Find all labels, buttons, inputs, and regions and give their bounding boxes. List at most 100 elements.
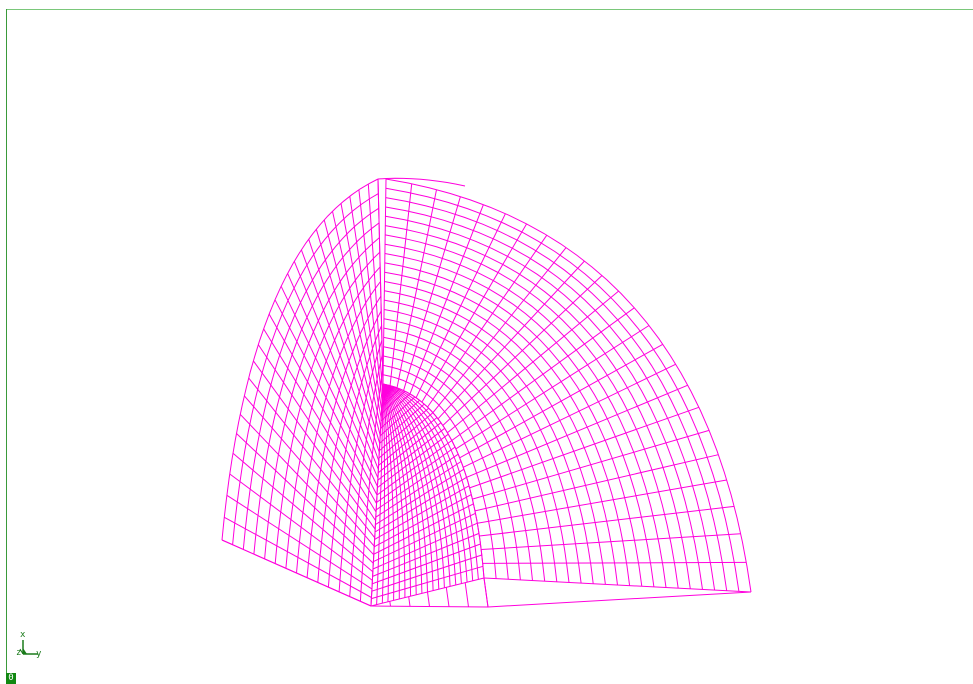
axis-y-label: y xyxy=(36,649,42,659)
mesh-line xyxy=(389,601,391,607)
axis-z-label: z xyxy=(16,648,22,658)
mesh-line xyxy=(408,596,411,607)
mesh-line xyxy=(323,219,381,436)
mesh-line xyxy=(371,565,484,600)
mesh-line xyxy=(371,554,482,592)
mesh-line xyxy=(427,591,430,607)
mesh-line xyxy=(432,247,567,414)
mesh-line xyxy=(447,290,619,434)
mesh-line xyxy=(477,479,727,524)
mesh-line xyxy=(293,261,379,470)
mesh-line xyxy=(287,273,379,479)
mesh-lines xyxy=(221,177,752,608)
mesh-line xyxy=(239,413,375,556)
mesh-line xyxy=(466,384,688,478)
axis-triad-icon xyxy=(19,640,38,655)
mesh-line xyxy=(232,452,374,573)
mesh-line xyxy=(472,429,710,500)
mesh-line xyxy=(358,189,383,402)
mesh-line xyxy=(483,577,489,608)
mesh-line xyxy=(382,384,390,392)
mesh-line xyxy=(377,422,442,474)
mesh-line xyxy=(382,178,387,385)
mesh-line xyxy=(483,577,752,593)
mesh-line xyxy=(415,213,506,398)
mesh-line xyxy=(268,313,377,504)
axis-x-label: x xyxy=(20,630,26,640)
mesh-line xyxy=(375,468,465,526)
mesh-line xyxy=(375,453,459,511)
mesh-line xyxy=(378,412,434,459)
mesh-line xyxy=(464,582,469,607)
mesh-line xyxy=(263,328,377,513)
mesh-line xyxy=(437,260,585,420)
mesh-line xyxy=(479,505,735,537)
mesh-line xyxy=(349,196,383,410)
mesh-line xyxy=(300,249,380,461)
mesh-line xyxy=(374,485,470,540)
mesh-line xyxy=(374,476,467,533)
mesh-line xyxy=(280,285,378,487)
mesh-line xyxy=(372,543,481,585)
mesh-line xyxy=(376,446,456,503)
mesh-line xyxy=(421,223,528,403)
mesh-line xyxy=(455,325,650,450)
mesh-line xyxy=(257,344,377,521)
mesh-line xyxy=(252,360,376,530)
mesh-line xyxy=(373,494,472,548)
mesh-line xyxy=(236,433,374,564)
mesh-line xyxy=(445,587,450,607)
viewport-frame-left xyxy=(6,9,7,677)
mesh-line xyxy=(224,516,372,598)
mesh-line xyxy=(379,407,429,451)
mesh-line xyxy=(243,395,375,547)
mesh-line xyxy=(481,533,741,550)
mesh-line xyxy=(377,427,446,481)
mesh-line xyxy=(377,433,449,488)
mesh-line xyxy=(469,406,700,489)
mesh-line xyxy=(381,388,401,407)
mesh-line xyxy=(379,399,420,437)
mesh-line xyxy=(332,211,382,427)
mesh-line xyxy=(409,204,484,394)
mesh-line xyxy=(308,239,380,453)
mesh-line xyxy=(451,307,635,441)
mesh-line xyxy=(482,561,747,564)
mesh-line xyxy=(377,178,384,385)
mesh-line xyxy=(274,299,378,496)
mesh-line xyxy=(376,440,453,496)
mesh-line xyxy=(248,377,376,539)
mesh-line xyxy=(389,183,413,386)
mesh-line xyxy=(396,189,437,388)
mesh-line xyxy=(381,390,406,414)
mesh-line xyxy=(340,203,382,419)
mesh-line xyxy=(487,591,752,608)
mesh-line xyxy=(372,532,480,577)
mesh-line xyxy=(474,454,719,512)
mesh-line xyxy=(221,539,372,607)
mesh-line xyxy=(315,229,381,444)
mesh-line xyxy=(372,522,478,570)
mesh-line xyxy=(367,183,383,393)
mesh-line xyxy=(462,363,677,468)
mesh-line xyxy=(403,196,461,391)
mesh-line xyxy=(377,177,466,187)
mesh-line xyxy=(375,461,462,518)
mesh-line xyxy=(370,605,489,608)
mesh-line xyxy=(373,503,474,555)
mesh-line xyxy=(380,396,416,429)
mesh-line xyxy=(373,512,476,563)
mesh-line xyxy=(380,393,411,422)
mesh-line xyxy=(427,234,548,408)
mesh-line xyxy=(381,386,395,400)
mesh-line xyxy=(226,494,373,590)
axis-triad: x z y xyxy=(14,630,48,662)
frame-counter-badge: 0 xyxy=(6,673,16,684)
mesh-line xyxy=(379,403,425,444)
mesh-line xyxy=(229,473,373,581)
mesh-line xyxy=(442,275,603,426)
mesh-line xyxy=(378,417,438,466)
mesh-line xyxy=(459,343,664,459)
